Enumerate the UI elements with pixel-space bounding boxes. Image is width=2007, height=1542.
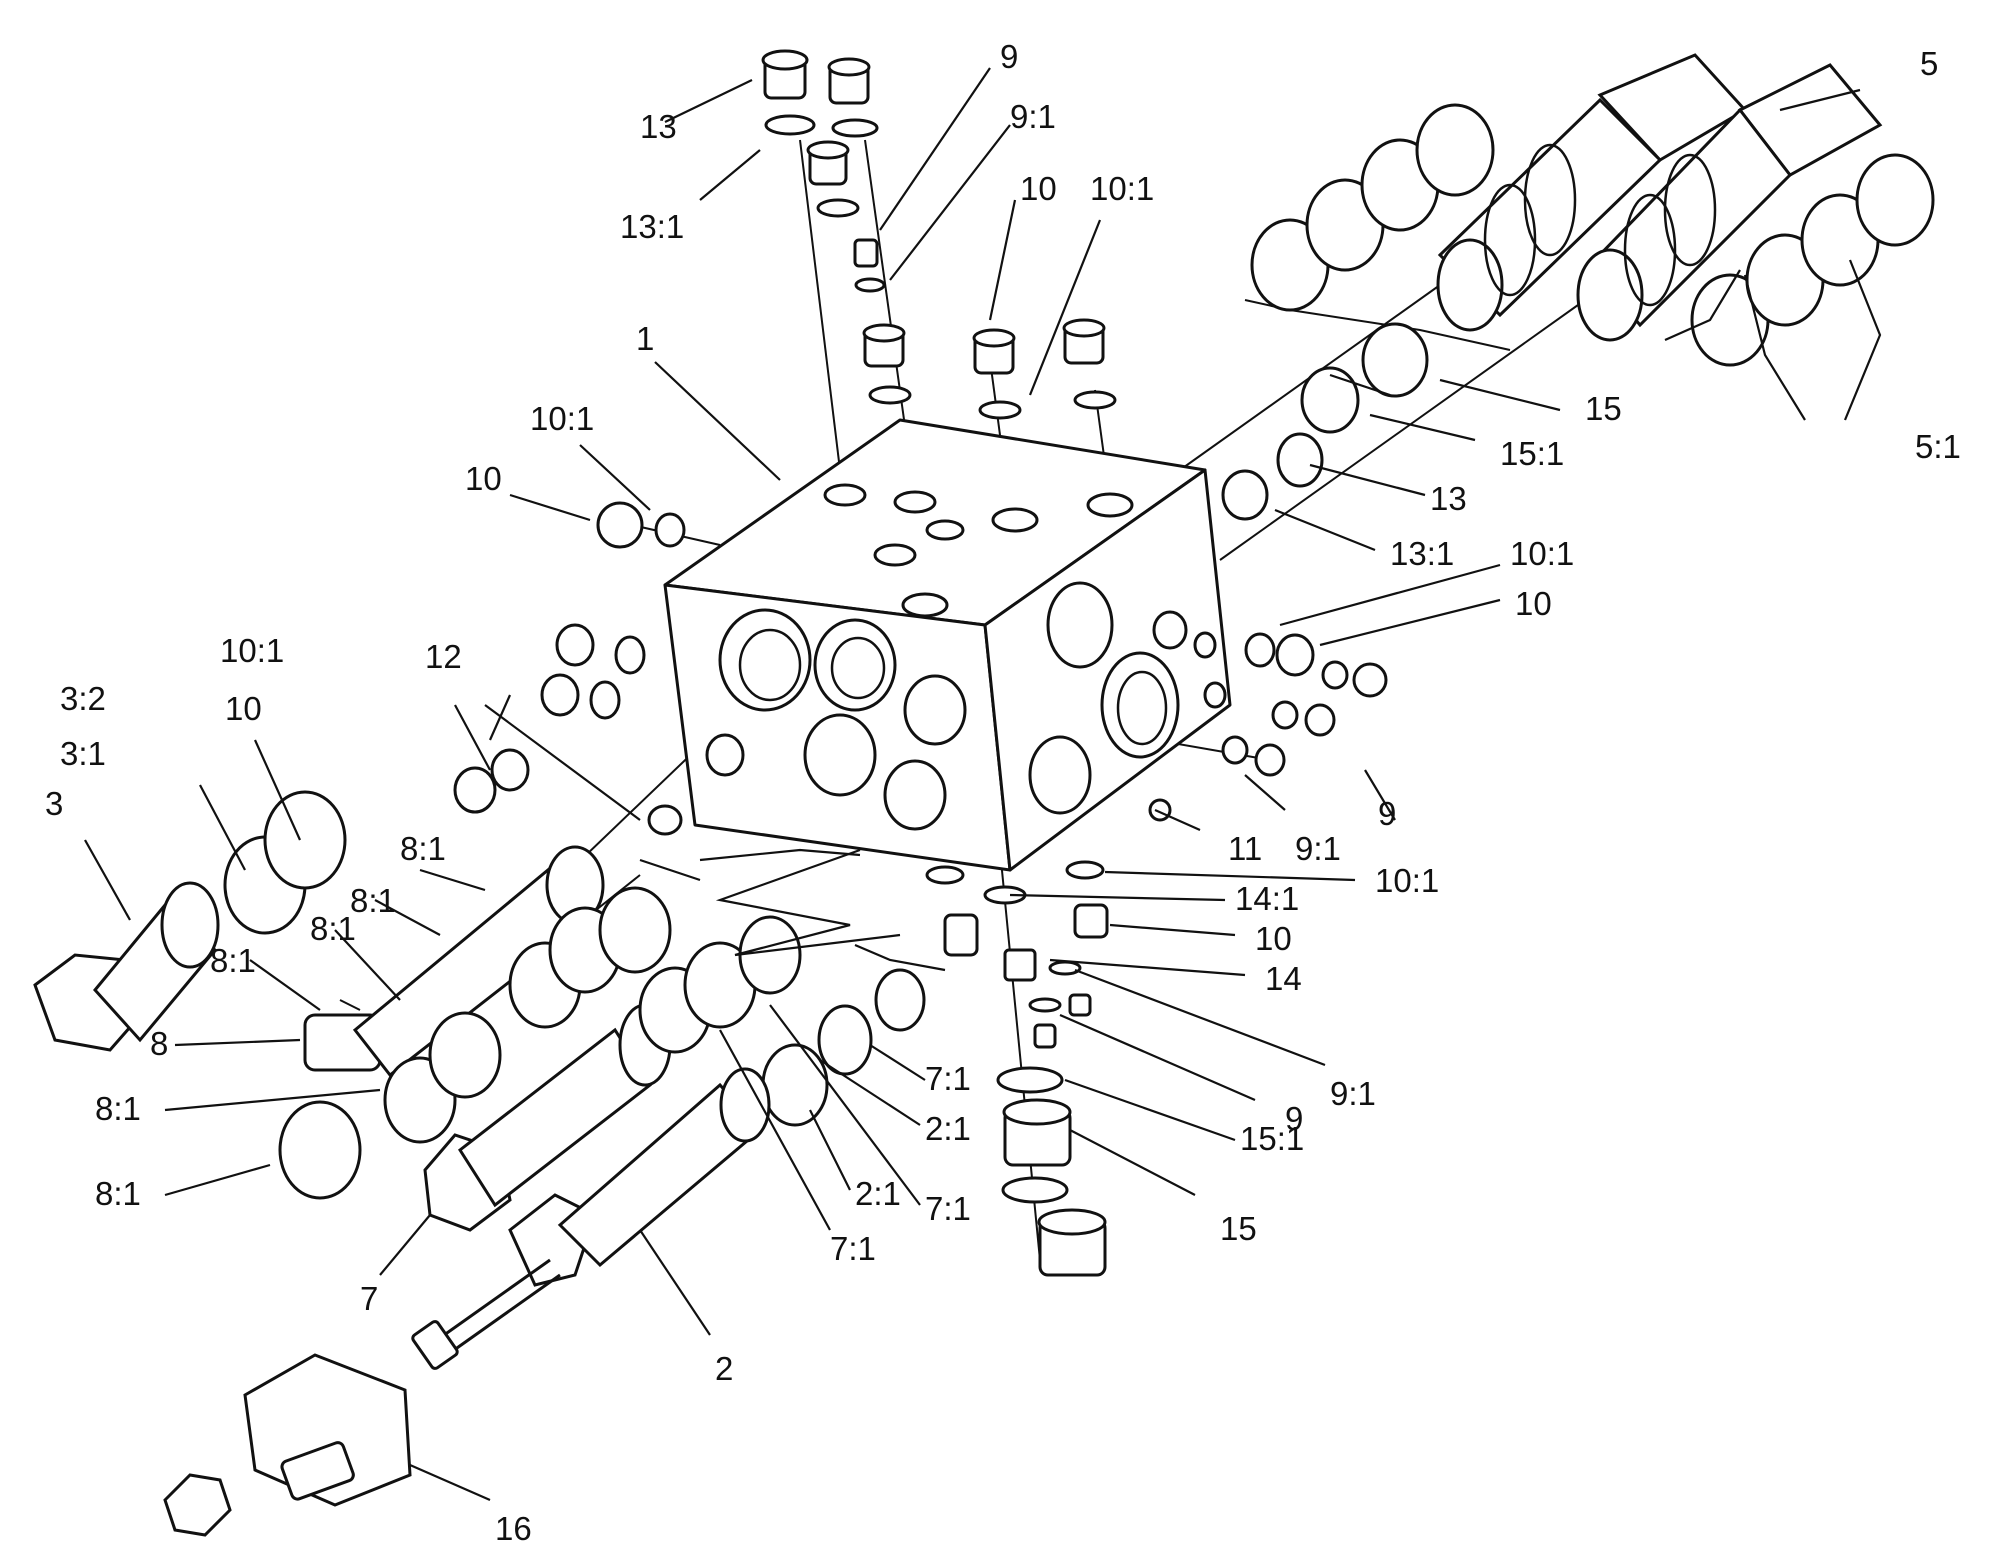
callout-label: 7:1 xyxy=(925,1060,971,1097)
callout-label: 15:1 xyxy=(1240,1120,1304,1157)
block-side-ports xyxy=(1028,581,1227,815)
right-face-plugs xyxy=(1148,610,1388,822)
callout-label: 3:1 xyxy=(60,735,106,772)
callout-label: 2 xyxy=(715,1350,733,1387)
callout-label: 11 xyxy=(1228,830,1262,867)
plug-15-upper xyxy=(1221,322,1429,521)
block-top-ports xyxy=(823,483,1134,618)
callout-label: 8:1 xyxy=(95,1090,141,1127)
callout-label: 10 xyxy=(1255,920,1292,957)
callout-label: 16 xyxy=(495,1510,532,1542)
seals-7-1 xyxy=(638,915,926,1127)
callout-label: 10:1 xyxy=(1090,170,1154,207)
callout-label: 13 xyxy=(640,108,677,145)
plug-3 xyxy=(33,881,220,1052)
connector-16 xyxy=(163,1353,412,1537)
callout-label: 10:1 xyxy=(530,400,594,437)
callout-label: 7:1 xyxy=(830,1230,876,1267)
callout-label: 9 xyxy=(1000,38,1018,75)
callout-label: 7 xyxy=(360,1280,378,1317)
callout-label: 8 xyxy=(150,1025,168,1062)
callout-label: 9:1 xyxy=(1330,1075,1376,1112)
manifold-block xyxy=(663,418,1232,872)
callout-label: 8:1 xyxy=(350,882,396,919)
leader-lines xyxy=(84,67,1882,1502)
callout-label: 8:1 xyxy=(210,942,256,979)
callout-label: 13 xyxy=(1430,480,1467,517)
callout-label: 10:1 xyxy=(220,632,284,669)
callout-label: 1 xyxy=(636,320,654,357)
callout-label: 10 xyxy=(1515,585,1552,622)
bottom-plug-stack xyxy=(925,860,1109,1277)
callout-label: 15 xyxy=(1220,1210,1257,1247)
callout-label: 8:1 xyxy=(310,910,356,947)
callout-label: 10 xyxy=(465,460,502,497)
seals-3-1-3-2 xyxy=(223,790,347,935)
callout-label: 9 xyxy=(1285,1100,1303,1137)
callout-label: 5:1 xyxy=(1915,428,1961,465)
seals-8-1 xyxy=(278,886,672,1200)
callout-label: 15 xyxy=(1585,390,1622,427)
left-face-plugs xyxy=(540,623,745,836)
callout-label: 13:1 xyxy=(1390,535,1454,572)
callout-label: 14 xyxy=(1265,960,1302,997)
solenoid-valve-2 xyxy=(411,1067,771,1370)
top-plug-stack xyxy=(761,49,1117,420)
plug-10-left xyxy=(453,501,686,814)
callout-label: 3:2 xyxy=(60,680,106,717)
callout-label: 8:1 xyxy=(95,1175,141,1212)
cartridge-valve-lower xyxy=(1576,63,1883,342)
callout-label: 10 xyxy=(1020,170,1057,207)
callout-label: 9 xyxy=(1378,795,1396,832)
callout-label: 10:1 xyxy=(1510,535,1574,572)
callout-label: 8:1 xyxy=(400,830,446,867)
callout-label: 9:1 xyxy=(1010,98,1056,135)
callout-label: 9:1 xyxy=(1295,830,1341,867)
seal-set-upper-left xyxy=(1250,103,1495,312)
callout-label: 13:1 xyxy=(620,208,684,245)
callout-label: 5 xyxy=(1920,45,1938,82)
callout-label: 10 xyxy=(225,690,262,727)
callout-label: 2:1 xyxy=(855,1175,901,1212)
callout-label: 15:1 xyxy=(1500,435,1564,472)
callout-label: 3 xyxy=(45,785,63,822)
callout-labels: 13 13:1 9 9:1 10 10:1 5 1 10:1 10 15 15:1 5:1 13 13:1 1… xyxy=(45,38,1961,1542)
callout-label: 10:1 xyxy=(1375,862,1439,899)
callout-label: 12 xyxy=(425,638,462,675)
callout-label: 14:1 xyxy=(1235,880,1299,917)
callout-label: 2:1 xyxy=(925,1110,971,1147)
callout-label: 7:1 xyxy=(925,1190,971,1227)
cartridge-valve-upper xyxy=(1436,53,1748,332)
seal-set-lower-right xyxy=(1690,153,1935,367)
